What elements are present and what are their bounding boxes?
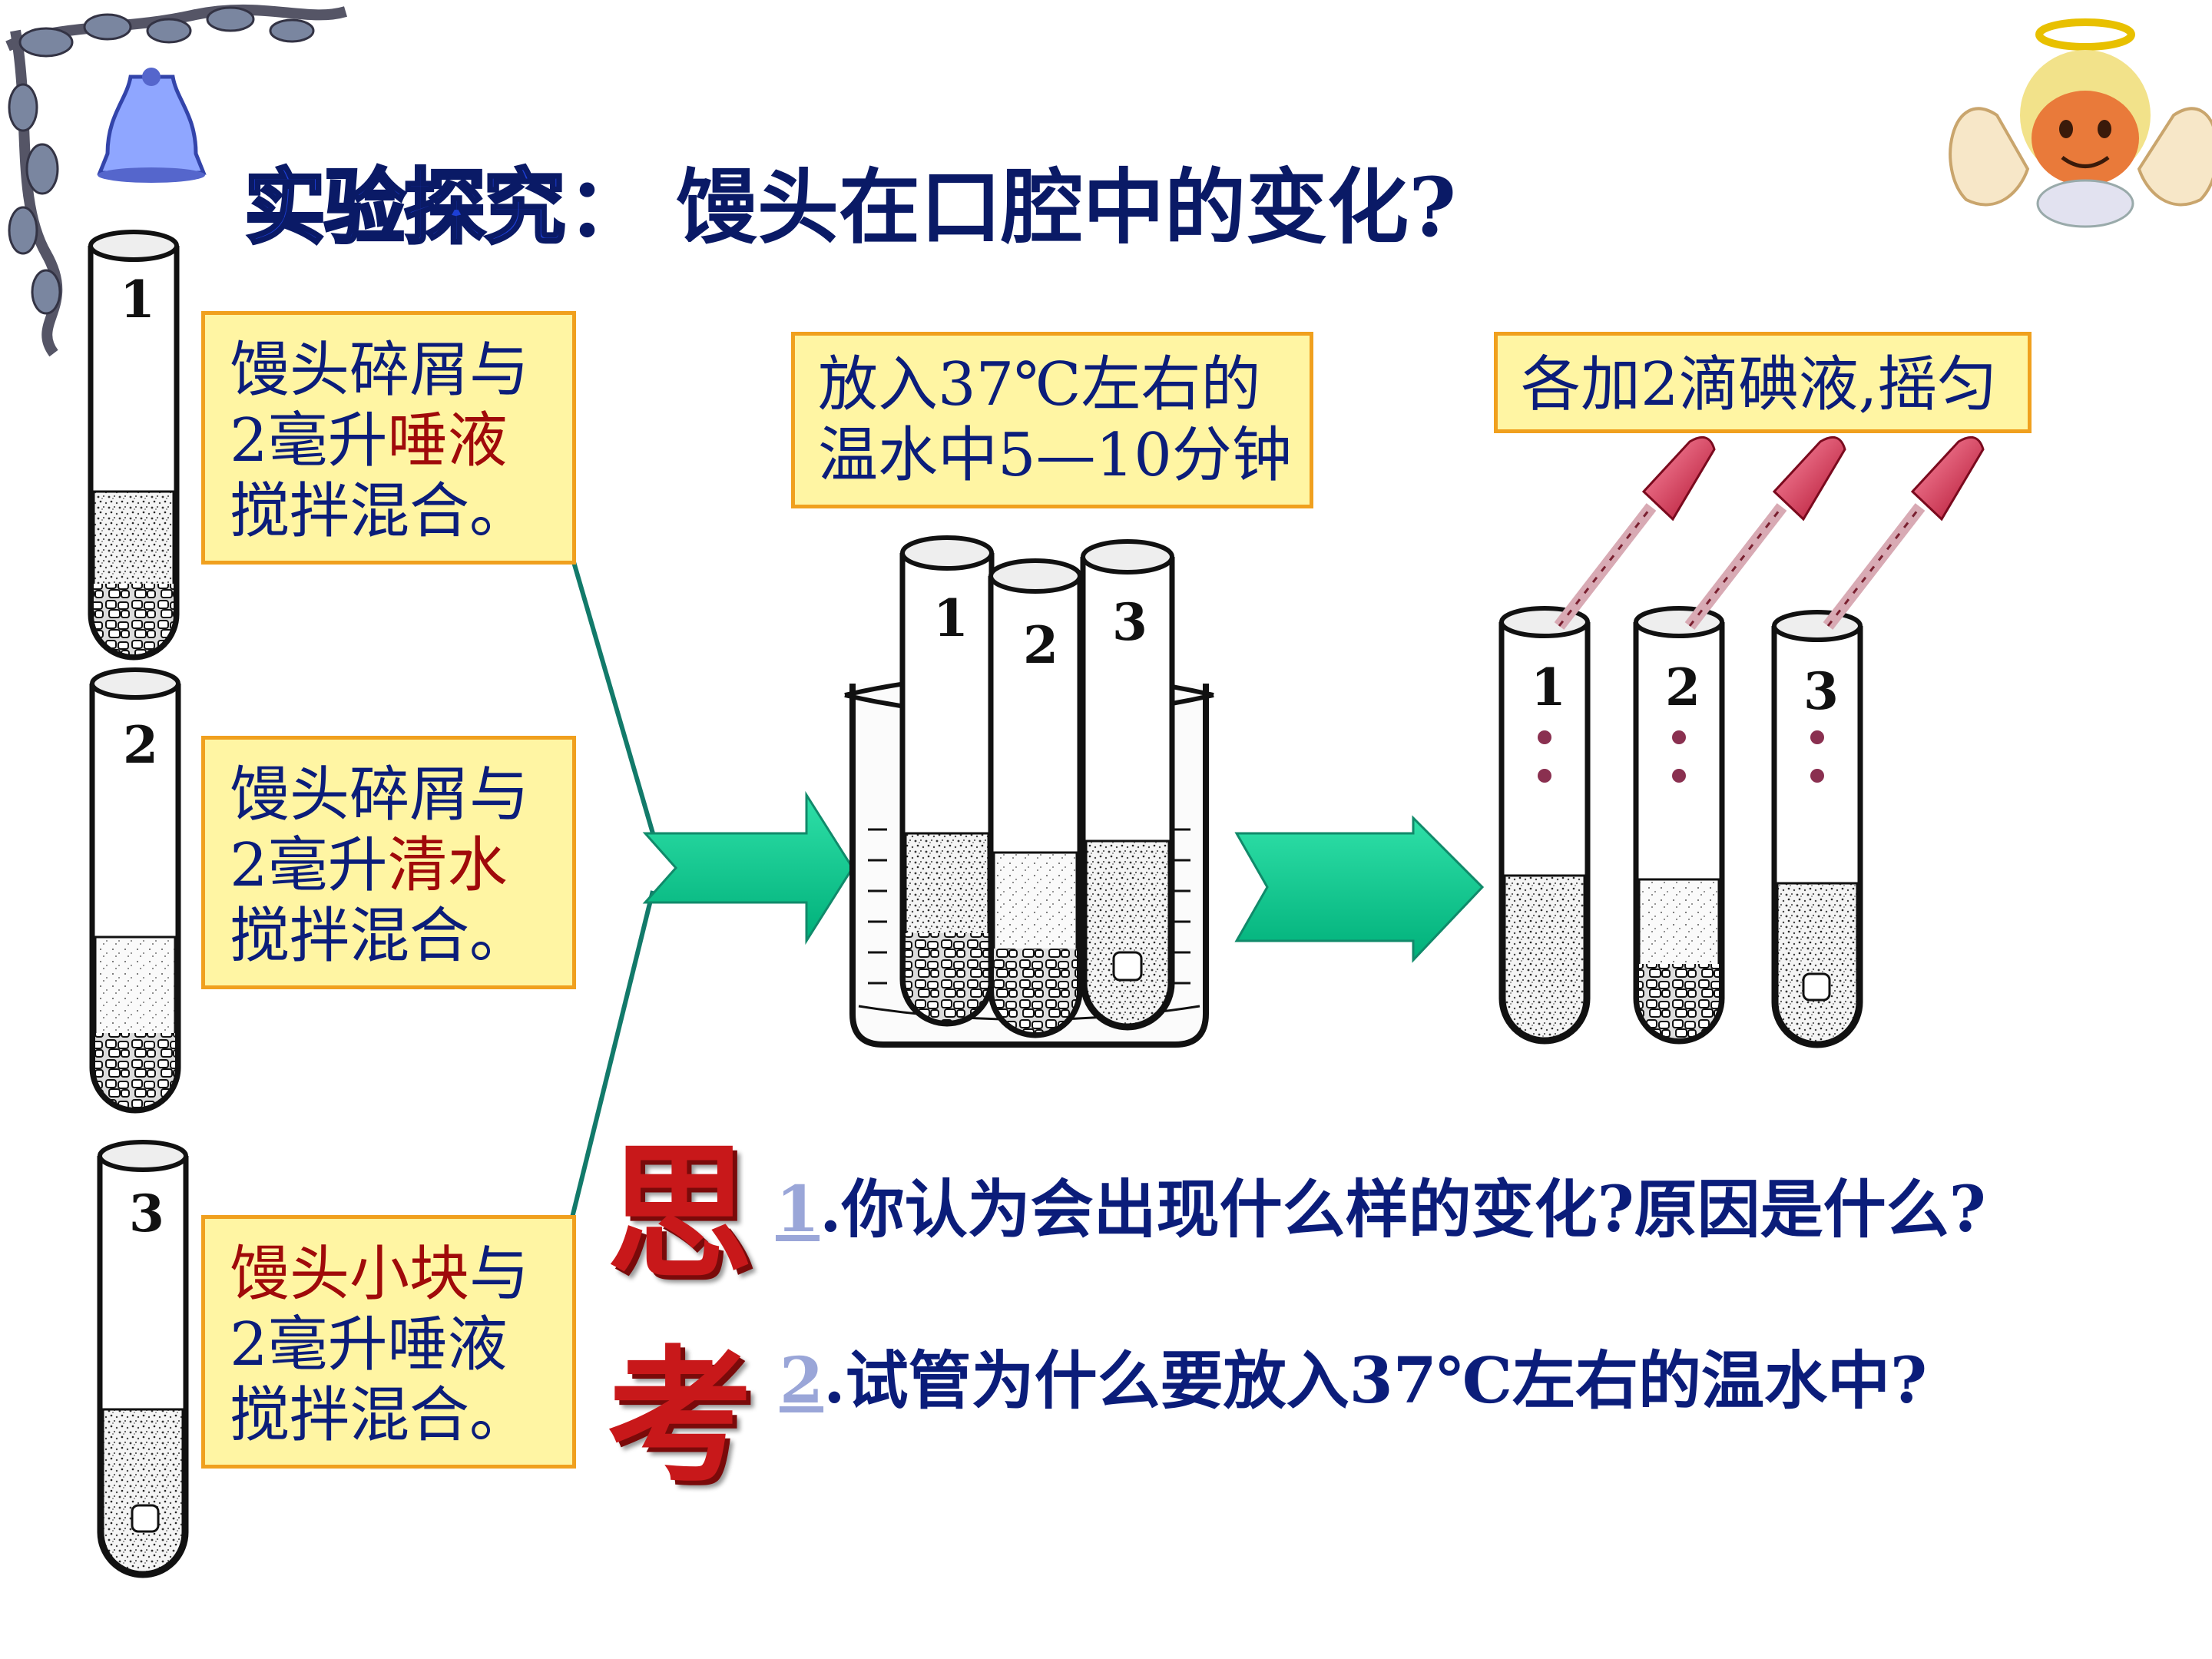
question-number[interactable]: 1 bbox=[776, 1173, 820, 1247]
iodine-text: 各加2滴碘液,摇匀 bbox=[1521, 350, 1998, 419]
step-box-3: 馒头小块与 2毫升唾液 搅拌混合。 bbox=[201, 1215, 576, 1469]
tube-label: 1 bbox=[1531, 657, 1566, 717]
warm-water-box: 放入37℃左右的 温水中5—10分钟 bbox=[791, 332, 1313, 508]
tube-label: 3 bbox=[1803, 661, 1839, 721]
test-tube-icon bbox=[1771, 610, 1863, 1048]
test-tube-icon bbox=[89, 667, 181, 1114]
step-line: 搅拌混合。 bbox=[230, 1381, 530, 1450]
tube-label: 2 bbox=[1665, 657, 1700, 717]
tube-label: 1 bbox=[120, 270, 155, 329]
test-tube-icon bbox=[988, 558, 1083, 1038]
vine-decoration bbox=[5, 4, 348, 357]
warm-line: 温水中5—10分钟 bbox=[818, 421, 1292, 490]
dropper-icon bbox=[1684, 435, 1846, 630]
dropper-icon bbox=[1554, 435, 1716, 630]
test-tube-icon bbox=[88, 230, 180, 661]
step-highlight: 清水 bbox=[387, 831, 508, 900]
step-box-1: 馒头碎屑与 2毫升唾液 搅拌混合。 bbox=[201, 311, 576, 565]
bell-icon bbox=[97, 68, 207, 183]
angel-icon bbox=[1949, 18, 2212, 228]
step-line: 2毫升唾液 bbox=[230, 406, 508, 475]
step-line: 2毫升清水 bbox=[230, 831, 508, 900]
step-line: 2毫升唾液 bbox=[230, 1310, 508, 1379]
title-separator: ： bbox=[567, 159, 648, 255]
tube-label: 2 bbox=[1023, 615, 1058, 675]
tube-label: 3 bbox=[129, 1184, 164, 1243]
test-tube-icon bbox=[97, 1140, 189, 1578]
dropper-icon bbox=[1823, 435, 1985, 630]
test-tube-icon bbox=[899, 535, 995, 1027]
test-tube-icon bbox=[1080, 539, 1175, 1031]
arrow-icon bbox=[1234, 815, 1485, 963]
title-emphasis: 实验探究 bbox=[243, 157, 567, 257]
think-char-1: 思 bbox=[607, 1128, 753, 1299]
warm-line: 放入37℃左右的 bbox=[818, 350, 1261, 419]
title-question: 馒头在口腔中的变化? bbox=[676, 159, 1457, 255]
connector-lines bbox=[570, 556, 655, 1218]
step-highlight: 馒头小块 bbox=[230, 1240, 470, 1309]
test-tube-icon bbox=[1633, 606, 1725, 1045]
step-line: 搅拌混合。 bbox=[230, 477, 530, 546]
question-text: .试管为什么要放入37℃左右的温水中? bbox=[823, 1344, 1928, 1418]
step-box-2: 馒头碎屑与 2毫升清水 搅拌混合。 bbox=[201, 736, 576, 989]
question-2: 2.试管为什么要放入37℃左右的温水中? bbox=[780, 1343, 1927, 1419]
tube-label: 3 bbox=[1112, 592, 1147, 652]
step-line: 馒头小块与 bbox=[230, 1240, 530, 1309]
test-tube-icon bbox=[1498, 606, 1591, 1045]
step-line: 搅拌混合。 bbox=[230, 902, 530, 971]
tube-label: 1 bbox=[933, 588, 969, 648]
question-number[interactable]: 2 bbox=[780, 1344, 824, 1418]
step-highlight: 唾液 bbox=[387, 406, 508, 475]
page-title: 实验探究 ： 馒头在口腔中的变化? bbox=[243, 151, 1456, 257]
question-1: 1.你认为会出现什么样的变化?原因是什么? bbox=[776, 1171, 1986, 1248]
arrow-icon bbox=[642, 790, 854, 945]
step-line: 馒头碎屑与 bbox=[230, 336, 530, 405]
iodine-box: 各加2滴碘液,摇匀 bbox=[1494, 332, 2032, 433]
question-text: .你认为会出现什么样的变化?原因是什么? bbox=[820, 1173, 1986, 1247]
think-char-2: 考 bbox=[607, 1331, 753, 1502]
tube-label: 2 bbox=[123, 715, 158, 775]
step-line: 馒头碎屑与 bbox=[230, 760, 530, 830]
